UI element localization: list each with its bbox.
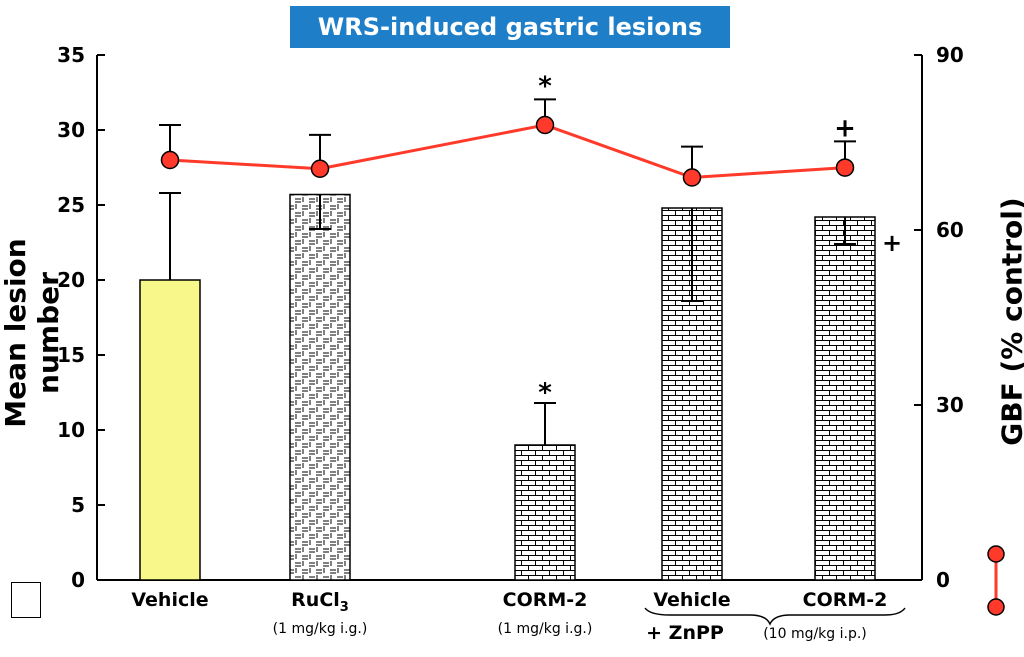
y-tick-label-left: 10 xyxy=(57,418,85,442)
y-tick-label-left: 15 xyxy=(57,343,85,367)
y-tick-label-right: 60 xyxy=(936,218,964,242)
bar-significance-mark: + xyxy=(882,229,902,257)
bars-series: *+ xyxy=(139,192,902,581)
legend-bar-swatch xyxy=(11,582,41,618)
y-tick-label-left: 0 xyxy=(71,568,85,592)
gbf-line xyxy=(169,123,846,180)
group-brace xyxy=(644,607,906,626)
x-tick-sublabel: (1 mg/kg i.g.) xyxy=(497,621,593,637)
y-tick-label-right: 30 xyxy=(936,393,964,417)
y-tick-label-left: 5 xyxy=(71,493,85,517)
chart-title: WRS-induced gastric lesions xyxy=(290,6,730,48)
axes: 0 5 10 15 20 25 30 35 0 30 60 90 xyxy=(57,43,964,626)
x-tick-label: CORM-2 xyxy=(502,589,588,611)
y-axis-right-label: GBF (% control) xyxy=(995,197,1024,446)
gbf-series: *+ xyxy=(159,71,856,187)
gbf-significance-mark: * xyxy=(538,71,552,101)
x-tick-label: Vehicle xyxy=(131,589,209,611)
x-tick-label: CORM-2 xyxy=(802,589,888,611)
group-label: + ZnPP xyxy=(646,622,724,644)
group-sublabel: (10 mg/kg i.p.) xyxy=(763,626,867,642)
y-axis-left-label: Mean lesion number xyxy=(0,238,65,428)
y-tick-label-left: 35 xyxy=(57,43,85,67)
x-tick-sublabel: (1 mg/kg i.g.) xyxy=(272,621,368,637)
gbf-point xyxy=(835,158,855,177)
gbf-point xyxy=(535,115,555,135)
y-tick-label-right: 90 xyxy=(936,43,964,67)
gbf-point xyxy=(160,150,180,170)
bar xyxy=(289,193,351,581)
gbf-point xyxy=(682,168,702,187)
legend-gbf-point xyxy=(987,545,1005,563)
legend-gbf-point xyxy=(987,598,1005,616)
y-tick-label-left: 20 xyxy=(57,268,85,292)
gbf-significance-mark: + xyxy=(834,113,856,143)
legend-gbf-marker xyxy=(987,545,1005,616)
y-tick-label-left: 30 xyxy=(57,118,85,142)
y-tick-label-right: 0 xyxy=(936,568,950,592)
bar xyxy=(814,216,876,581)
x-tick-label: RuCl3 xyxy=(291,589,349,615)
bar xyxy=(514,444,576,581)
gbf-point xyxy=(310,159,330,178)
x-tick-label: Vehicle xyxy=(653,589,731,611)
y-tick-label-left: 25 xyxy=(57,193,85,217)
bar-significance-mark: * xyxy=(538,378,552,408)
bar xyxy=(139,279,201,581)
